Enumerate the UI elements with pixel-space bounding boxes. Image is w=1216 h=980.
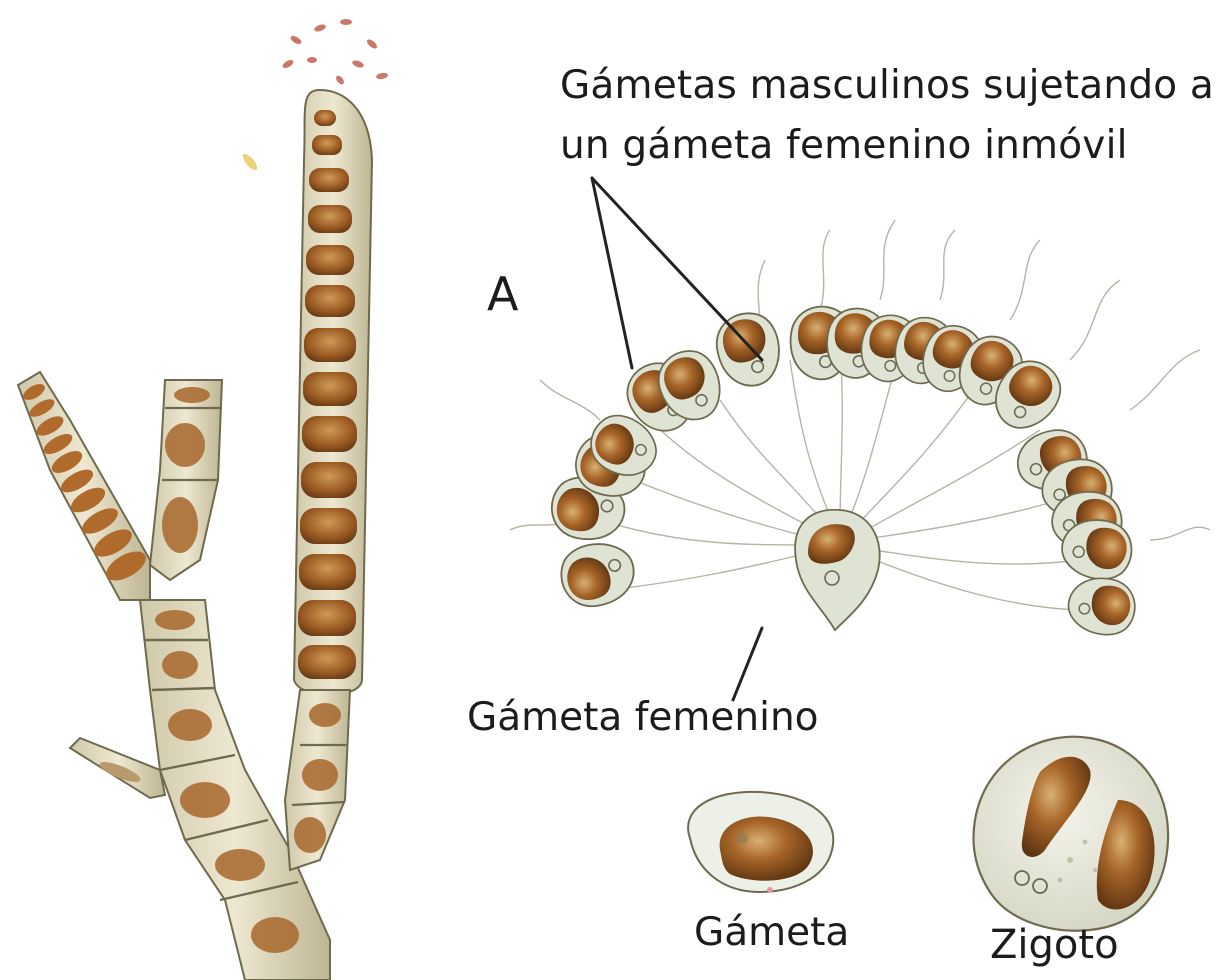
male-gametes-label: Gámetas masculinos sujetando a un gámeta… [560, 56, 1214, 176]
gamete-label: Gámeta [694, 908, 849, 958]
female-gamete-label: Gámeta femenino [467, 692, 819, 744]
female-gamete [795, 510, 880, 630]
panel-letter: A [487, 266, 518, 322]
zygote-label: Zigoto [990, 920, 1119, 970]
zygote-cell [974, 737, 1169, 931]
male-gametes-label-line2: un gámeta femenino inmóvil [560, 116, 1214, 176]
male-gametes-label-line1: Gámetas masculinos sujetando a [560, 56, 1214, 116]
gamete-cell [688, 792, 833, 893]
filamentous-alga [18, 19, 388, 980]
